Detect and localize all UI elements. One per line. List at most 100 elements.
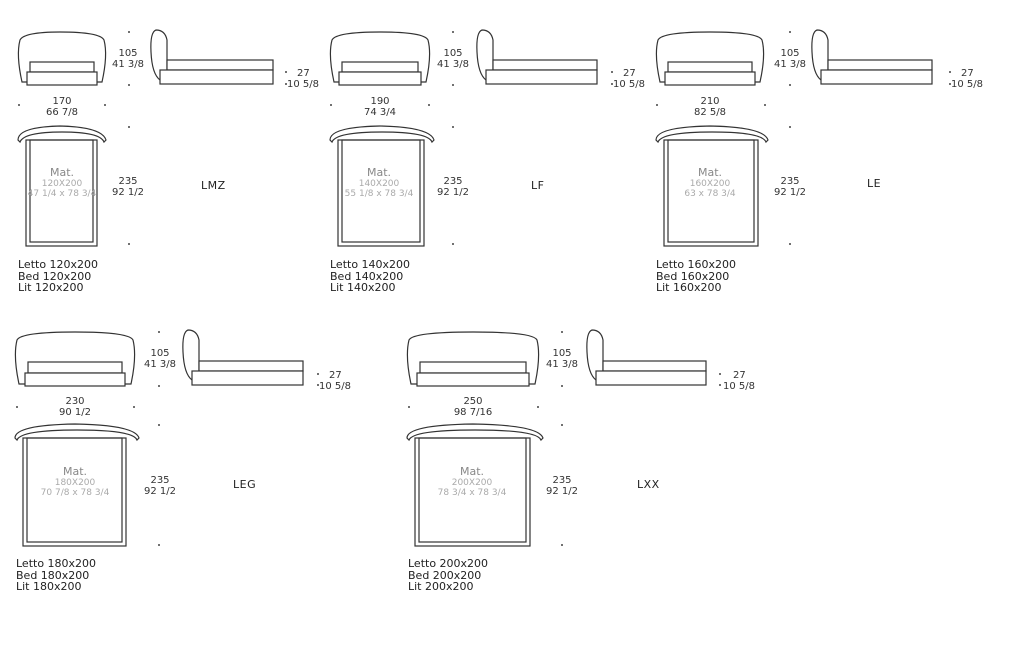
front-view [17,31,107,86]
dimension-marker [317,384,319,386]
bed-drawing [17,29,274,247]
dimension-marker [452,126,454,128]
dimension-marker [949,71,951,73]
dimension-marker [764,104,766,106]
dimension-marker [408,406,410,408]
bed-drawing [655,29,933,247]
front-view [329,31,431,86]
bed-drawing [329,29,598,247]
plan-view [17,125,107,247]
model-code: LXX [637,478,660,491]
dimension-marker [158,424,160,426]
side-view [150,29,274,85]
dimension-marker [949,83,951,85]
mattress-label: Mat. 200X200 78 3/4 x 78 3/4 [437,465,507,498]
side-view [586,329,707,386]
mattress-label: Mat. 180X200 70 7/8 x 78 3/4 [40,465,110,498]
dimension-marker [158,331,160,333]
plan-view [14,423,140,547]
model-code: LMZ [201,179,226,192]
dimension-marker [18,104,20,106]
dimension-marker [789,126,791,128]
dimension-marker [428,104,430,106]
dimension-marker [128,84,130,86]
bed-drawing [14,329,304,547]
bed-drawing [406,329,707,547]
model-code: LEG [233,478,257,491]
dimension-marker [16,406,18,408]
mattress-label: Mat. 160X200 63 x 78 3/4 [684,166,736,199]
front-view [14,331,136,387]
dimension-marker [452,84,454,86]
dimension-marker [128,243,130,245]
dimension-marker [285,83,287,85]
plan-view [329,125,435,247]
plan-view [406,423,544,547]
dimension-marker [317,373,319,375]
mattress-label: Mat. 140X200 55 1/8 x 78 3/4 [344,166,414,199]
front-view [655,31,765,86]
dimension-marker [158,544,160,546]
dimension-marker [611,83,613,85]
dimension-marker [719,373,721,375]
dimension-marker [285,71,287,73]
dimension-marker [128,31,130,33]
dimension-marker [719,384,721,386]
model-code: LE [867,177,882,190]
dimension-marker [561,385,563,387]
dimension-marker [537,406,539,408]
side-view [476,29,598,85]
side-view [182,329,304,386]
front-view [406,331,540,387]
plan-view [655,125,769,247]
dimension-marker [789,31,791,33]
dimension-marker [561,544,563,546]
dimension-marker [128,126,130,128]
side-view [811,29,933,85]
dimension-marker [133,406,135,408]
dimension-marker [452,31,454,33]
mattress-label: Mat. 120X200 47 1/4 x 78 3/4 [27,166,97,199]
dimension-marker [104,104,106,106]
model-code: LF [531,179,545,192]
dimension-marker [656,104,658,106]
dimension-marker [561,331,563,333]
dimension-marker [158,385,160,387]
dimension-marker [789,84,791,86]
dimension-marker [330,104,332,106]
dimension-marker [561,424,563,426]
dimension-marker [452,243,454,245]
dimension-marker [789,243,791,245]
dimension-marker [611,71,613,73]
